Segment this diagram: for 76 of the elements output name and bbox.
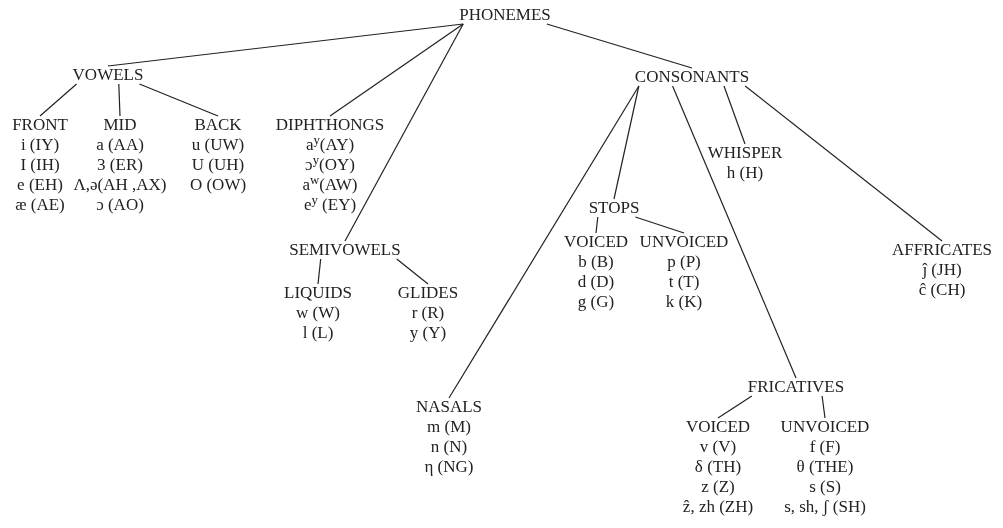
phoneme-label: d (D) [577,272,615,292]
phoneme-label: t (T) [668,272,700,292]
phoneme-label: O (OW) [189,175,247,195]
tree-branch [546,23,693,69]
phoneme-label: r (R) [411,303,445,323]
category-heading: DIPHTHONGS [275,115,385,135]
tree-branch [396,258,429,285]
phoneme-label: k (K) [665,292,703,312]
phoneme-label: u (UW) [191,135,245,155]
category-heading: STOPS [588,198,640,218]
tree-branch [39,83,78,117]
tree-branch [344,23,464,242]
tree-branch [329,23,464,117]
phoneme-label: η (NG) [424,457,474,477]
tree-branch [717,395,753,419]
phoneme-label: ɔ$^{y}$(OY) [305,155,355,175]
phoneme-label: v (V) [699,437,737,457]
category-heading: GLIDES [397,283,459,303]
phoneme-label: ɔ (AO) [96,195,144,215]
phoneme-label: y (Y) [409,323,447,343]
category-heading: CONSONANTS [634,67,750,87]
tree-branch [671,85,797,379]
tree-branch [634,216,685,234]
phoneme-label: a$^{y}$(AY) [305,135,355,155]
category-heading: VOWELS [72,65,144,85]
phoneme-label: 3 (ER) [97,155,143,175]
category-heading: PHONEMES [459,5,551,25]
phoneme-label: w (W) [296,303,340,323]
phoneme-label: I (IH) [20,155,60,175]
phoneme-label: ẑ, zh (ZH) [682,497,754,517]
category-heading: FRONT [12,115,68,135]
phoneme-label: h (H) [726,163,764,183]
phoneme-label: n (N) [430,437,468,457]
phoneme-label: δ (TH) [694,457,742,477]
phoneme-label: m (M) [427,417,471,437]
tree-branch [723,85,746,145]
category-heading: SEMIVOWELS [289,240,401,260]
category-heading: NASALS [415,397,483,417]
phoneme-label: p (P) [667,252,701,272]
category-heading: WHISPER [707,143,783,163]
tree-branch [744,85,943,242]
phoneme-label: Λ,ə(AH ,AX) [73,175,167,195]
phoneme-label: i (IY) [20,135,60,155]
phoneme-label: z (Z) [701,477,735,497]
category-heading: VOICED [563,232,629,252]
tree-branch [118,83,121,117]
tree-branch [138,83,219,117]
category-heading: BACK [194,115,242,135]
tree-branch [448,85,640,399]
tree-branch [317,258,322,285]
phoneme-label: θ (THE) [796,457,854,477]
phoneme-label: f (F) [809,437,841,457]
phoneme-label: s (S) [809,477,841,497]
category-heading: LIQUIDS [284,283,352,303]
tree-branch [821,395,826,419]
phoneme-label: æ (AE) [15,195,65,215]
phoneme-label: e (EH) [17,175,63,195]
category-heading: UNVOICED [639,232,729,252]
tree-branch [613,85,640,200]
category-heading: VOICED [685,417,751,437]
phoneme-label: ĉ (CH) [918,280,966,300]
phoneme-label: b (B) [578,252,614,272]
phoneme-label: a (AA) [96,135,144,155]
phoneme-label: l (L) [302,323,334,343]
category-heading: UNVOICED [780,417,870,437]
phoneme-label: e$^{y}$ (EY) [303,195,357,215]
phoneme-label: U (UH) [191,155,245,175]
category-heading: MID [103,115,137,135]
category-heading: AFFRICATES [891,240,993,260]
phoneme-label: a$^{w}$(AW) [302,175,358,195]
category-heading: FRICATIVES [747,377,845,397]
phoneme-label: g (G) [577,292,615,312]
phoneme-label: ĵ (JH) [922,260,962,280]
phoneme-label: s, sh, ʃ (SH) [784,497,866,517]
tree-branch [107,23,464,67]
tree-branch [595,216,599,234]
